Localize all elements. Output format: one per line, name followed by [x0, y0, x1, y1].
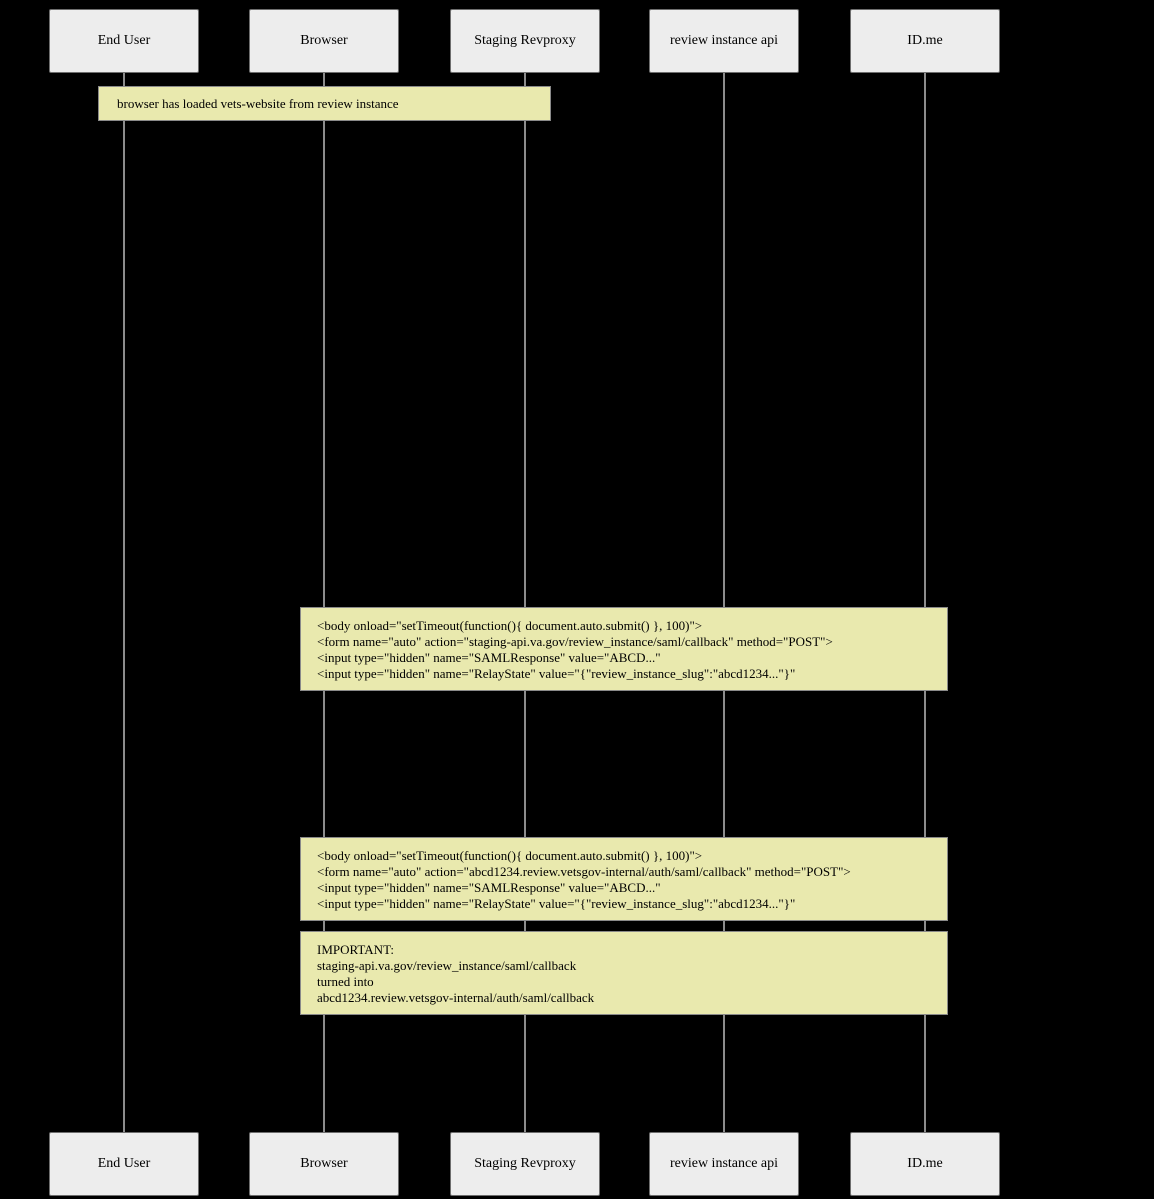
participant-label: ID.me — [907, 33, 943, 48]
participant-label: Staging Revproxy — [474, 1156, 576, 1171]
note-line: browser has loaded vets-website from rev… — [117, 95, 399, 111]
participant-label: Staging Revproxy — [474, 33, 576, 48]
participant-browser-top: Browser — [249, 9, 399, 73]
participant-label: ID.me — [907, 1156, 943, 1171]
note-vets-website-loaded: browser has loaded vets-website from rev… — [98, 86, 551, 121]
note-line: abcd1234.review.vetsgov-internal/auth/sa… — [317, 990, 595, 1005]
lifeline-browser — [323, 73, 325, 1133]
note-line: <input type="hidden" name="SAMLResponse"… — [317, 650, 661, 665]
participant-label: End User — [97, 33, 151, 48]
participant-end-user-bottom: End User — [49, 1132, 199, 1196]
participant-end-user-top: End User — [49, 9, 199, 73]
note-line: <form name="auto" action="abcd1234.revie… — [317, 864, 851, 879]
note-line: <form name="auto" action="staging-api.va… — [317, 634, 833, 649]
participant-label: review instance api — [669, 1156, 779, 1171]
lifeline-end-user — [123, 73, 125, 1133]
participant-label: Browser — [300, 33, 348, 48]
note-saml-autopost-staging-api: <body onload="setTimeout(function(){ doc… — [300, 607, 948, 691]
note-saml-autopost-review-instance: <body onload="setTimeout(function(){ doc… — [300, 837, 948, 921]
participant-browser-bottom: Browser — [249, 1132, 399, 1196]
lifeline-idme — [924, 73, 926, 1133]
note-line: turned into — [317, 974, 374, 989]
lifeline-staging-revproxy — [524, 73, 526, 1133]
participant-label: review instance api — [669, 33, 779, 48]
note-line: staging-api.va.gov/review_instance/saml/… — [317, 958, 577, 973]
lifeline-review-instance-api — [723, 73, 725, 1133]
note-line: <input type="hidden" name="RelayState" v… — [317, 666, 796, 681]
participant-idme-top: ID.me — [850, 9, 1000, 73]
participant-review-instance-api-bottom: review instance api — [649, 1132, 799, 1196]
participant-label: Browser — [300, 1156, 348, 1171]
note-line: <input type="hidden" name="RelayState" v… — [317, 896, 796, 911]
participant-review-instance-api-top: review instance api — [649, 9, 799, 73]
note-line: <body onload="setTimeout(function(){ doc… — [317, 618, 703, 633]
participant-idme-bottom: ID.me — [850, 1132, 1000, 1196]
participant-staging-revproxy-top: Staging Revproxy — [450, 9, 600, 73]
note-url-rewrite-important: IMPORTANT: staging-api.va.gov/review_ins… — [300, 931, 948, 1015]
note-line: IMPORTANT: — [317, 942, 394, 957]
participant-label: End User — [97, 1156, 151, 1171]
note-line: <body onload="setTimeout(function(){ doc… — [317, 848, 703, 863]
participant-staging-revproxy-bottom: Staging Revproxy — [450, 1132, 600, 1196]
note-line: <input type="hidden" name="SAMLResponse"… — [317, 880, 661, 895]
